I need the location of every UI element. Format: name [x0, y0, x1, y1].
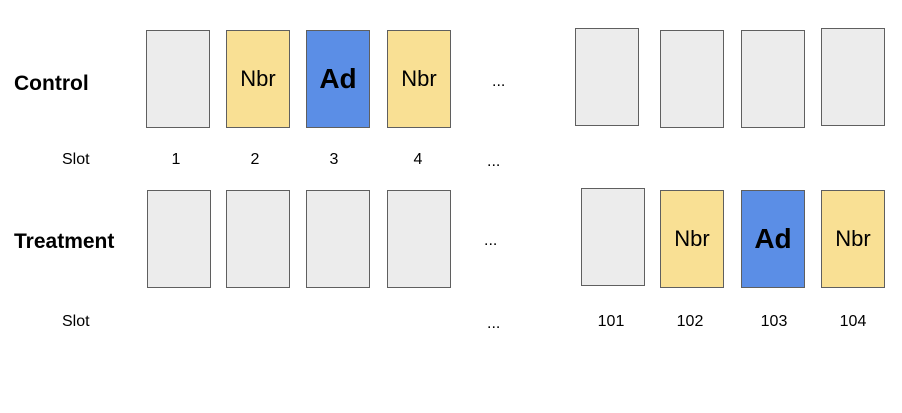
treatment-slot-box-6: Nbr	[660, 190, 724, 288]
treatment-slots-ellipsis: ...	[487, 315, 501, 332]
treatment-boxes-ellipsis: ...	[484, 232, 498, 249]
control-slot-number-4: 4	[413, 151, 423, 168]
treatment-slot-number-101: 101	[597, 313, 625, 330]
treatment-slot-number-102: 102	[676, 313, 704, 330]
treatment-slot-box-2	[226, 190, 290, 288]
control-slot-box-1	[146, 30, 210, 128]
treatment-row-label: Treatment	[14, 230, 115, 253]
control-slot-number-2: 2	[250, 151, 260, 168]
control-slot-box-4-text: Nbr	[401, 66, 437, 91]
control-boxes-ellipsis: ...	[492, 73, 506, 90]
treatment-slot-number-103: 103	[760, 313, 788, 330]
control-slot-box-5	[575, 28, 639, 126]
control-slot-box-4: Nbr	[387, 30, 451, 128]
control-slot-number-3: 3	[329, 151, 339, 168]
control-slots-ellipsis: ...	[487, 153, 501, 170]
control-slot-box-7	[741, 30, 805, 128]
treatment-slot-number-104: 104	[839, 313, 867, 330]
control-row-label: Control	[14, 72, 89, 95]
treatment-slot-box-8-text: Nbr	[835, 226, 871, 251]
control-slot-label: Slot	[62, 151, 90, 168]
treatment-slot-box-6-text: Nbr	[674, 226, 710, 251]
treatment-slot-box-8: Nbr	[821, 190, 885, 288]
treatment-slot-box-7: Ad	[741, 190, 805, 288]
treatment-slot-label: Slot	[62, 313, 90, 330]
control-slot-box-6	[660, 30, 724, 128]
control-slot-number-1: 1	[171, 151, 181, 168]
treatment-slot-box-5	[581, 188, 645, 286]
treatment-slot-box-4	[387, 190, 451, 288]
control-slot-box-8	[821, 28, 885, 126]
control-slot-box-2: Nbr	[226, 30, 290, 128]
treatment-slot-box-3	[306, 190, 370, 288]
treatment-slot-box-7-text: Ad	[754, 223, 792, 254]
control-slot-box-3: Ad	[306, 30, 370, 128]
control-slot-box-2-text: Nbr	[240, 66, 276, 91]
control-slot-box-3-text: Ad	[319, 63, 357, 94]
treatment-slot-box-1	[147, 190, 211, 288]
